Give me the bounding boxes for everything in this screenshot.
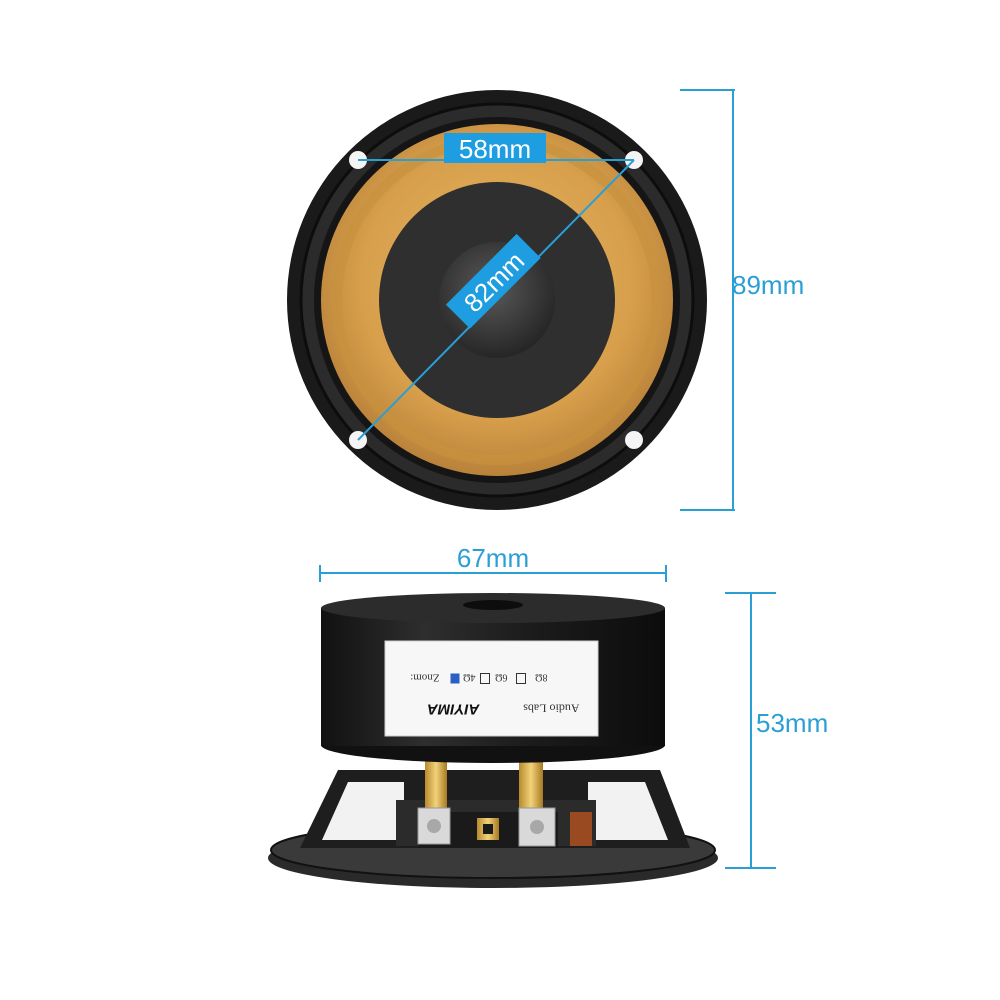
terminal-left (425, 760, 447, 810)
option-4ohm: 4Ω (463, 672, 475, 683)
option-8ohm: 8Ω (535, 672, 547, 683)
label-box-58 (444, 133, 546, 163)
magnet-vent (463, 600, 523, 610)
speaker-front-view: 58mm 82mm 89mm (287, 89, 804, 511)
checkbox-6ohm (480, 673, 490, 684)
basket-window-right (588, 782, 668, 840)
dimension-label-89: 89mm (732, 270, 804, 300)
terminal-right (519, 762, 543, 812)
mount-hole-bottom-right (625, 431, 643, 449)
basket-window-left (322, 782, 404, 840)
checkbox-4ohm (450, 673, 460, 684)
option-6ohm: 6Ω (495, 672, 507, 683)
checkbox-8ohm (516, 673, 526, 684)
dimension-label-53: 53mm (756, 708, 828, 738)
label-sticker (384, 640, 599, 737)
terminal-right-screw (530, 820, 544, 834)
terminal-center-hole (483, 824, 493, 834)
dimension-label-58: 58mm (459, 134, 531, 164)
brand-logo-text: AIYIMA (427, 701, 481, 718)
speaker-side-view: 67mm 53mm Znom: 4Ω (268, 543, 828, 888)
sub-brand-text: Audio Labs (523, 702, 580, 716)
dimension-label-67: 67mm (457, 543, 529, 573)
impedance-title: Znom: (410, 672, 439, 684)
cone-back-edge (570, 812, 592, 846)
label-box-82 (445, 233, 541, 329)
terminal-left-screw (427, 819, 441, 833)
